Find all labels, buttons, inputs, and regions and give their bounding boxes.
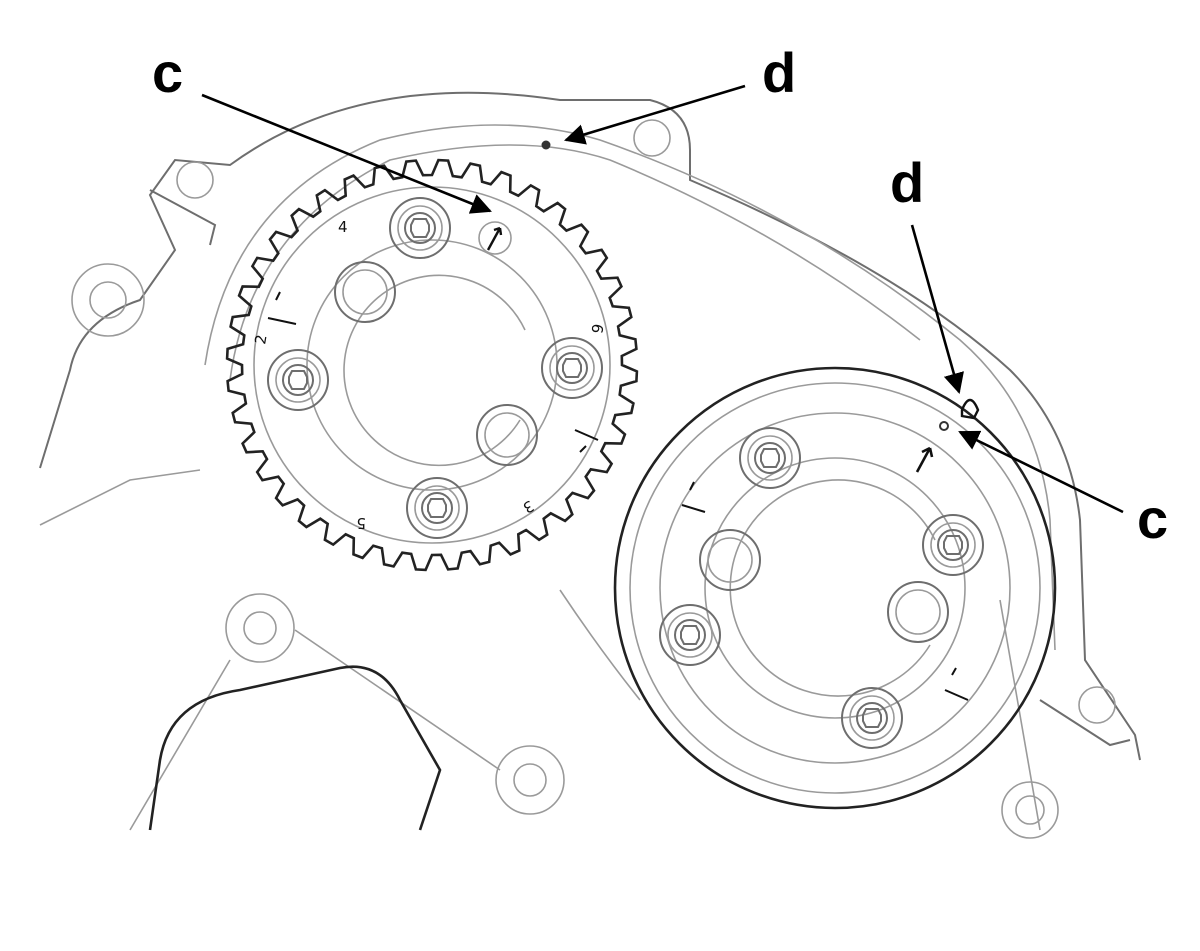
leader-d-top (564, 84, 746, 145)
callout-d-right: d (890, 151, 924, 214)
gear-mark-4: 4 (338, 218, 348, 236)
engine-housing (39, 91, 1141, 839)
sprocket-teeth (225, 158, 639, 572)
leader-d-right (910, 224, 964, 395)
callout-c-right: c (1137, 487, 1168, 550)
gear-mark-6: 6 (587, 322, 606, 335)
callout-d-top: d (762, 41, 796, 104)
leader-c-right (958, 430, 1124, 514)
right-camshaft-pulley (613, 366, 1057, 810)
leader-lines (201, 84, 1124, 514)
left-camshaft-sprocket (225, 158, 639, 572)
leader-c-top (201, 93, 492, 214)
housing-timing-mark (541, 140, 551, 150)
gear-mark-2: 2 (251, 333, 270, 346)
gear-markings: 4 6 5 3 2 (251, 218, 969, 701)
callout-c-top: c (152, 41, 183, 104)
gear-mark-5: 5 (356, 514, 366, 532)
gear-mark-3: 3 (520, 497, 537, 517)
